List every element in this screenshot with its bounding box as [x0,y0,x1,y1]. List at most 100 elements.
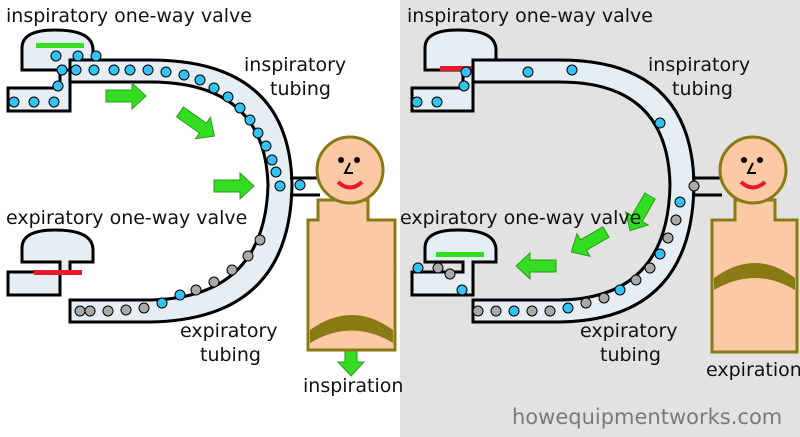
label-inspiratory-tubing-1-right: inspiratory [648,54,750,76]
label-inspiratory-valve-left: inspiratory one-way valve [6,5,252,27]
oxygen-bubble [411,96,423,108]
oxygen-bubble [674,196,686,208]
exhaled-gas-bubble [190,284,202,296]
oxygen-bubble [458,80,470,92]
inspiratory-valve-flap-open [36,43,84,48]
expiratory-valve-flap-open [436,252,484,257]
flow-arrow [213,171,255,201]
oxygen-bubble [270,166,282,178]
expiratory-valve-housing-left [6,228,95,297]
diaphragm-right [714,263,795,290]
patient-head-left [315,135,385,205]
label-inspiratory-tubing-2-right: tubing [672,78,733,100]
oxygen-bubble [52,80,64,92]
exhaled-gas-bubble [74,305,86,317]
flow-arrow [515,251,557,281]
inspiratory-valve-housing-left [6,28,95,113]
exhaled-gas-bubble [84,305,96,317]
oxygen-bubble [654,248,666,260]
oxygen-bubble [48,96,60,108]
y-piece-left [290,176,320,197]
oxygen-bubble [124,64,136,76]
label-expiratory-valve-right: expiratory one-way valve [400,207,641,229]
label-expiratory-valve-left: expiratory one-way valve [6,207,247,229]
exhaled-gas-bubble [432,262,444,274]
patient-left [306,135,397,352]
oxygen-bubble [260,140,272,152]
breathing-tube-right [471,58,696,324]
oxygen-bubble [70,64,82,76]
oxygen-bubble [28,96,40,108]
oxygen-bubble [274,180,286,192]
oxygen-bubble [562,302,574,314]
oxygen-bubble [614,284,626,296]
label-expiratory-tubing-2-right: tubing [600,344,661,366]
oxygen-bubble [72,50,84,62]
label-inspiratory-tubing-2-left: tubing [270,78,331,100]
exhaled-gas-bubble [208,276,220,288]
label-expiratory-tubing-2-left: tubing [200,344,261,366]
oxygen-bubble [194,74,206,86]
label-inspiratory-tubing-1-left: inspiratory [244,54,346,76]
oxygen-bubble [456,284,468,296]
exhaled-gas-bubble [670,214,682,226]
exhaled-gas-bubble [226,264,238,276]
oxygen-bubble [88,64,100,76]
oxygen-bubble [460,66,472,78]
expiratory-valve-flap-closed [34,270,82,275]
exhaled-gas-bubble [580,297,592,309]
oxygen-bubble [208,82,220,94]
oxygen-bubble [142,64,154,76]
oxygen-bubble [178,69,190,81]
oxygen-bubble [522,66,534,78]
oxygen-bubble [266,154,278,166]
oxygen-bubble [156,297,168,309]
label-expiratory-tubing-1-left: expiratory [180,320,278,342]
oxygen-bubble [412,262,424,274]
mouth-left [336,180,364,190]
flow-arrows-left [105,81,366,377]
exhaled-gas-bubble [526,305,538,317]
oxygen-bubble [252,127,264,139]
left-panel: inspiratory one-way valve inspiratory tu… [6,5,403,397]
oxygen-bubble [90,50,102,62]
exhaled-gas-bubble [688,180,700,192]
exhaled-gas-bubble [630,274,642,286]
exhaled-gas-bubble [490,305,502,317]
oxygen-bubble [160,66,172,78]
label-phase-left: inspiration [303,375,403,397]
patient-right [710,135,799,354]
flow-arrow [175,106,216,140]
exhaled-gas-bubble [662,232,674,244]
exhaled-gas-bubble [242,250,254,262]
mouth-right [739,180,767,190]
oxygen-bubble [174,289,186,301]
oxygen-bubble [294,179,306,191]
patient-head-right [718,135,788,205]
label-expiratory-tubing-1-right: expiratory [580,320,678,342]
exhaled-gas-bubble [120,304,132,316]
oxygen-bubble [431,96,443,108]
diaphragm-left [310,315,393,343]
exhaled-gas-bubble [102,305,114,317]
flow-arrow [570,226,610,258]
flow-arrow [624,192,656,232]
oxygen-bubble [108,64,120,76]
label-phase-right: expiration [706,359,800,381]
exhaled-gas-bubble [254,234,266,246]
oxygen-bubble [508,305,520,317]
exhaled-gas-bubble [138,302,150,314]
oxygen-bubble [654,117,666,129]
oxygen-bubble [244,114,256,126]
oxygen-bubble [8,96,20,108]
breathing-tube-left [68,58,294,324]
label-inspiratory-valve-right: inspiratory one-way valve [407,5,653,27]
y-piece-right [692,176,722,197]
exhaled-gas-bubble [644,262,656,274]
exhaled-gas-bubble [544,305,556,317]
oxygen-bubble [50,50,62,62]
exhaled-gas-bubble [598,292,610,304]
exhaled-gas-bubble [444,268,456,280]
